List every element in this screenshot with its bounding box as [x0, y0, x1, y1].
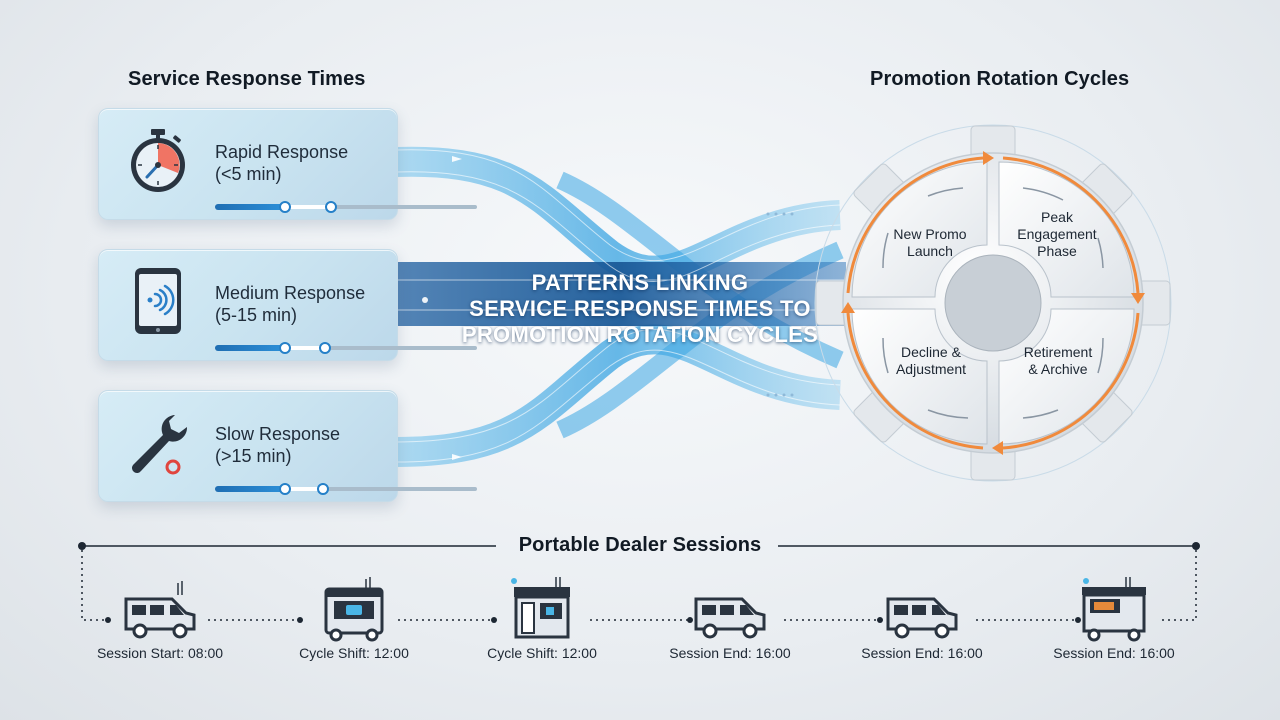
cycle-arrows-inner	[882, 187, 1104, 419]
phase-retirement-archive: Retirement & Archive	[1023, 344, 1093, 377]
timeline-label-3: Cycle Shift: 12:00	[487, 645, 597, 661]
slow-response-slider	[215, 483, 477, 495]
cart-trailer-icon	[1082, 577, 1146, 642]
gear-hub	[944, 254, 1042, 352]
flow-band-slow	[395, 324, 841, 467]
tablet-icon	[135, 268, 181, 334]
rapid-response-slider	[215, 201, 477, 213]
gear-quadrants	[851, 161, 1135, 445]
phase-new-promo-launch: New Promo Launch	[893, 226, 967, 259]
promotion-cycles-title: Promotion Rotation Cycles	[870, 68, 1130, 90]
slow-response-card: Slow Response (>15 min)	[98, 390, 477, 502]
slow-response-label: Slow Response (>15 min)	[215, 424, 341, 466]
service-response-title: Service Response Times	[128, 68, 366, 90]
flow-band-rapid	[395, 146, 841, 286]
rapid-response-label: Rapid Response (<5 min)	[215, 142, 349, 184]
timeline-label-1: Session Start: 08:00	[96, 645, 224, 661]
stopwatch-icon	[131, 129, 185, 192]
phase-peak-engagement: Peak Engagement Phase	[1017, 209, 1097, 259]
rapid-response-card: Rapid Response (<5 min)	[98, 108, 477, 220]
phase-decline-adjustment: Decline & Adjustment	[895, 344, 967, 377]
wrench-icon	[132, 415, 188, 475]
medium-response-card: Medium Response (5-15 min)	[98, 249, 477, 361]
kiosk-icon	[511, 577, 570, 639]
medium-response-label: Medium Response (5-15 min)	[215, 283, 366, 325]
van-icon	[124, 581, 196, 639]
van-icon	[694, 597, 766, 639]
timeline-label-2: Cycle Shift: 12:00	[299, 645, 409, 661]
portable-dealer-sessions-title: Portable Dealer Sessions	[518, 534, 762, 556]
timeline-label-4: Session End: 16:00	[669, 645, 791, 661]
timeline-label-6: Session End: 16:00	[1053, 645, 1175, 661]
center-headline: PATTERNS LINKING SERVICE RESPONSE TIMES …	[461, 270, 819, 347]
promotion-cycle-gear	[814, 124, 1172, 482]
food-truck-icon	[324, 577, 384, 642]
gear-outer-ring	[814, 124, 1172, 482]
cycle-arrows-orange	[846, 156, 1140, 450]
timeline-label-5: Session End: 16:00	[861, 645, 983, 661]
medium-response-slider	[215, 342, 477, 354]
flow-band-cross-1	[556, 171, 844, 369]
van-icon	[886, 597, 958, 639]
